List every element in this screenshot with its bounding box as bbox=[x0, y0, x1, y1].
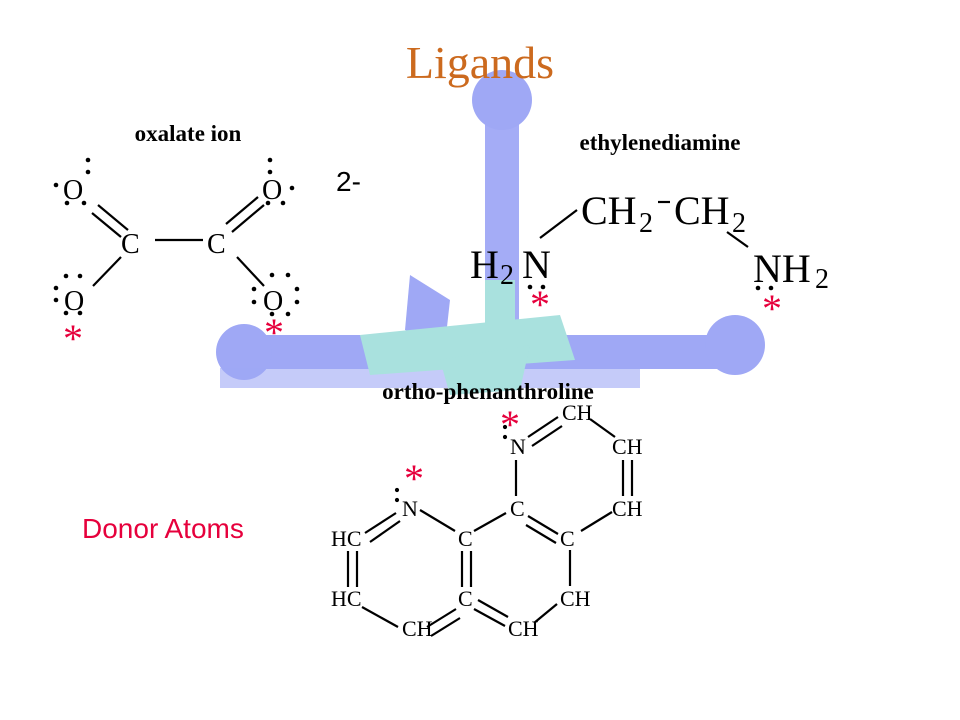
bond bbox=[539, 209, 578, 239]
phen-atom-hc: HC bbox=[331, 586, 362, 611]
donor-star: * bbox=[63, 316, 83, 361]
phen-atom-c: C bbox=[458, 586, 473, 611]
lone-pair-dot bbox=[527, 284, 533, 290]
bond bbox=[236, 256, 265, 287]
phenanthroline-label: ortho-phenanthroline bbox=[382, 379, 594, 404]
oxalate-label: oxalate ion bbox=[135, 121, 242, 146]
phen-atom-n: N bbox=[402, 496, 418, 521]
donor-star: * bbox=[404, 456, 424, 501]
lone-pair-dot bbox=[755, 285, 761, 291]
bond bbox=[231, 204, 265, 233]
phenanthroline-bonds bbox=[346, 416, 634, 637]
phen-atom-ch: CH bbox=[612, 434, 643, 459]
lone-pair-dot bbox=[394, 497, 400, 503]
lone-pair-dot bbox=[502, 424, 508, 430]
lone-pair-dot bbox=[394, 487, 400, 493]
ethylenediamine-label: ethylenediamine bbox=[580, 130, 741, 155]
background-molecule-model bbox=[216, 70, 765, 395]
phen-atom-n: N bbox=[510, 434, 526, 459]
subscript: 2 bbox=[639, 208, 653, 239]
en-ch2-right: CH bbox=[674, 188, 730, 233]
lone-pair-dots bbox=[53, 157, 300, 317]
ethylenediamine: ethylenediamine CH 2 CH 2 H 2 N NH 2 * * bbox=[470, 130, 829, 331]
phen-atom-c: C bbox=[510, 496, 525, 521]
bond bbox=[91, 212, 122, 238]
lone-pair-dot bbox=[540, 284, 546, 290]
subscript: 2 bbox=[500, 260, 514, 291]
phen-atom-c: C bbox=[560, 526, 575, 551]
oxalate-ion: oxalate ion 2- O O C C O O bbox=[53, 121, 361, 361]
oxalate-atom-c: C bbox=[207, 229, 226, 260]
bond bbox=[726, 231, 749, 248]
lone-pair-dot bbox=[768, 285, 774, 291]
oxalate-atom-o: O bbox=[64, 286, 84, 317]
phen-atom-ch: CH bbox=[508, 616, 539, 641]
donor-star: * bbox=[530, 282, 550, 327]
donor-star: * bbox=[762, 286, 782, 331]
page-title: Ligands bbox=[406, 37, 554, 88]
subscript: 2 bbox=[815, 264, 829, 295]
phen-atom-hc: HC bbox=[331, 526, 362, 551]
oxalate-atom-o: O bbox=[262, 175, 282, 206]
phen-atom-ch: CH bbox=[562, 400, 593, 425]
bond bbox=[225, 196, 259, 225]
bond bbox=[92, 256, 122, 287]
oxalate-charge: 2- bbox=[336, 166, 361, 197]
phen-atom-ch: CH bbox=[612, 496, 643, 521]
donor-star: * bbox=[500, 402, 520, 447]
en-nh2: NH bbox=[753, 246, 811, 291]
lone-pair-dot bbox=[502, 434, 508, 440]
subscript: 2 bbox=[732, 208, 746, 239]
en-ch2-left: CH bbox=[581, 188, 637, 233]
oxalate-atom-c: C bbox=[121, 229, 140, 260]
phen-atom-ch: CH bbox=[560, 586, 591, 611]
donor-atoms-label: Donor Atoms bbox=[82, 513, 244, 544]
oxalate-atom-o: O bbox=[63, 175, 83, 206]
phen-atom-c: C bbox=[458, 526, 473, 551]
ortho-phenanthroline: ortho-phenanthroline N CH CH CH C C CH N… bbox=[331, 379, 643, 641]
oxalate-atom-o: O bbox=[263, 286, 283, 317]
phen-atom-ch: CH bbox=[402, 616, 433, 641]
en-h2n-n: N bbox=[522, 242, 551, 287]
en-h2n-h: H bbox=[470, 242, 499, 287]
donor-star: * bbox=[264, 310, 284, 355]
bond bbox=[97, 204, 129, 231]
